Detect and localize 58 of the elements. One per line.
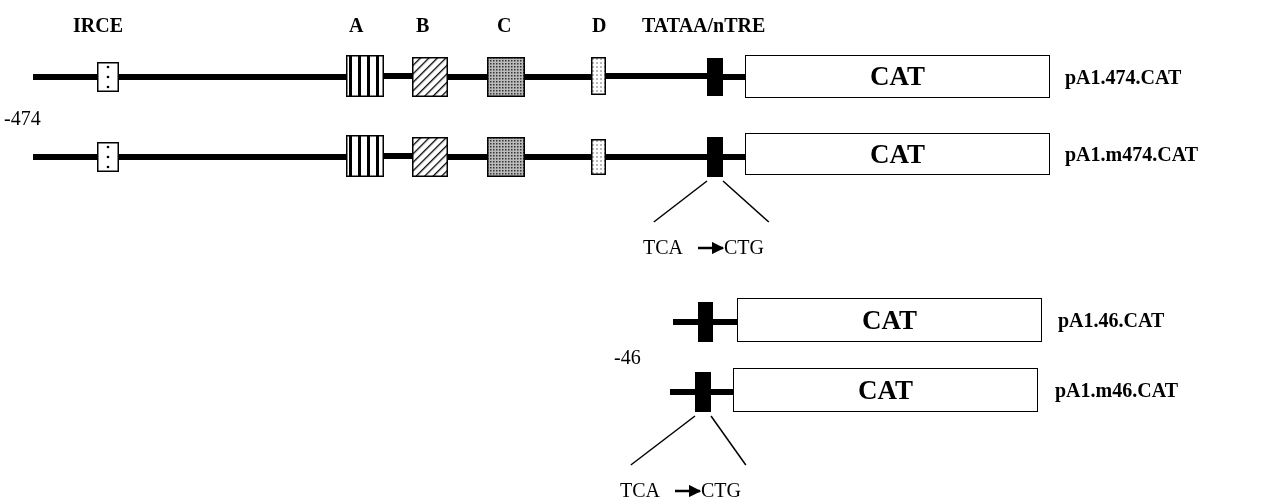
speckled-element-box [591, 57, 606, 95]
tata-element-box [707, 137, 723, 177]
dna-line [723, 154, 745, 160]
codon-text: CTG [701, 479, 757, 503]
element-label: C [497, 14, 512, 36]
striped-element-box [346, 55, 384, 97]
codon-text: TCA [620, 479, 674, 503]
arrow [698, 241, 725, 255]
arrow [675, 484, 702, 498]
codon-text: CTG [724, 236, 780, 260]
construct-name: pA1.m474.CAT [1065, 143, 1198, 165]
dna-line [119, 154, 346, 160]
dotted-element-box [97, 62, 119, 92]
dna-line [384, 73, 412, 79]
expansion-line [653, 180, 708, 223]
dna-line [448, 74, 487, 80]
expansion-line [630, 415, 696, 466]
hatched-element-box [412, 137, 448, 177]
dna-line [606, 73, 707, 79]
stippled-element-box [487, 137, 525, 177]
element-label: TATAA/nTRE [642, 14, 766, 36]
dna-line [670, 389, 695, 395]
dna-line [711, 389, 733, 395]
tata-element-box [698, 302, 713, 342]
gene-box: CAT [745, 133, 1050, 175]
position-number: -474 [4, 107, 41, 129]
dna-line [33, 74, 97, 80]
element-label: B [416, 14, 430, 36]
element-label: IRCE [73, 14, 123, 36]
expansion-line [710, 415, 747, 466]
tata-element-box [707, 58, 723, 96]
stippled-element-box [487, 57, 525, 97]
dna-line [723, 74, 745, 80]
dna-line [525, 154, 591, 160]
striped-element-box [346, 135, 384, 177]
dna-line [33, 154, 97, 160]
dna-line [448, 154, 487, 160]
dna-line [525, 74, 591, 80]
hatched-element-box [412, 57, 448, 97]
dna-line [606, 154, 707, 160]
dotted-element-box [97, 142, 119, 172]
expansion-line [722, 180, 770, 223]
dna-line [673, 319, 698, 325]
dna-line [119, 74, 346, 80]
gene-box: CAT [737, 298, 1042, 342]
position-number: -46 [614, 346, 641, 368]
codon-text: TCA [643, 236, 697, 260]
element-label: D [592, 14, 607, 36]
gene-box: CAT [733, 368, 1038, 412]
speckled-element-box [591, 139, 606, 175]
construct-name: pA1.46.CAT [1058, 309, 1165, 331]
dna-line [713, 319, 737, 325]
construct-name: pA1.474.CAT [1065, 65, 1182, 88]
dna-line [384, 153, 412, 159]
gene-box: CAT [745, 55, 1050, 98]
tata-element-box [695, 372, 711, 412]
construct-name: pA1.m46.CAT [1055, 379, 1178, 401]
element-label: A [349, 14, 364, 36]
